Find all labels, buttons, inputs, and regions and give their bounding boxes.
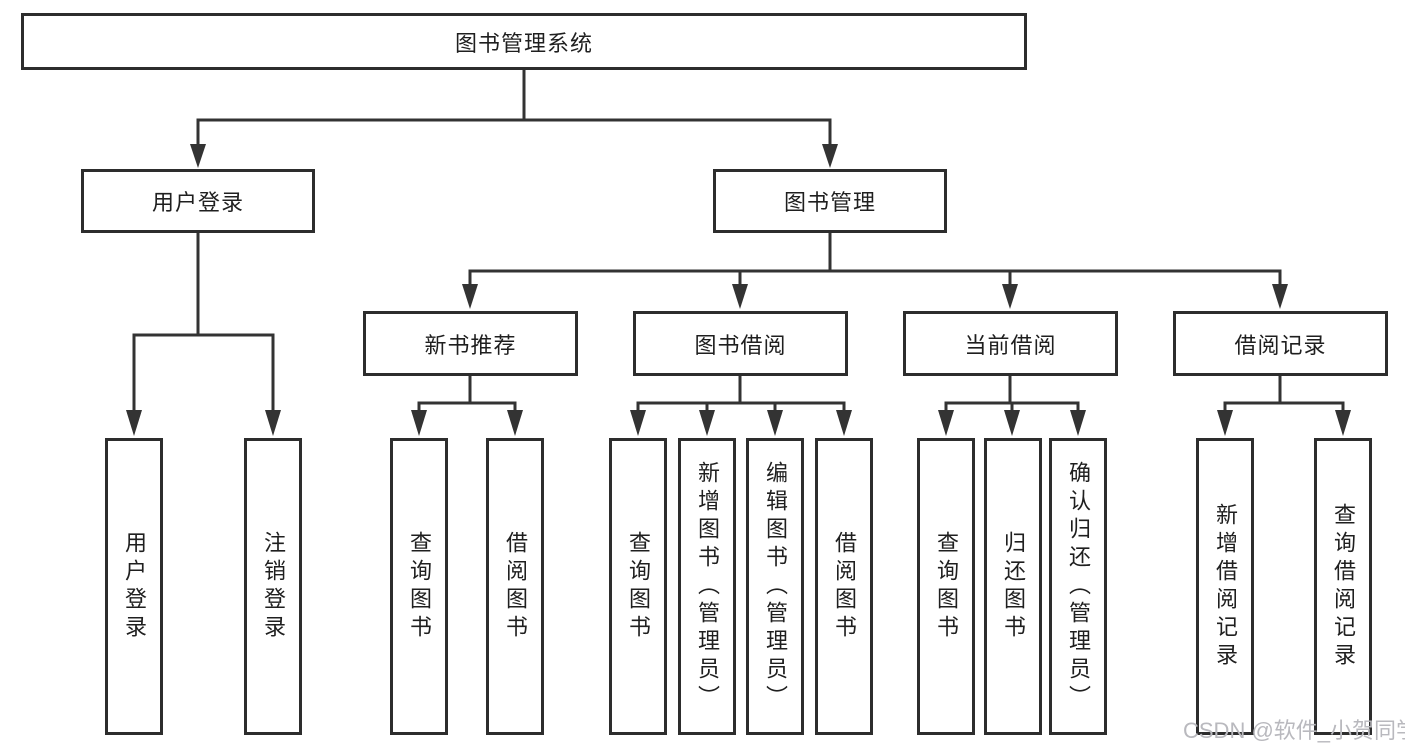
leaf-logout: 注销登录	[244, 438, 302, 735]
leaf-query-books-1: 查询图书	[390, 438, 448, 735]
leaf-label: 新增借阅记录	[1213, 502, 1238, 671]
node-new-book-recommend: 新书推荐	[363, 311, 578, 376]
node-borrowing-records: 借阅记录	[1173, 311, 1388, 376]
leaf-borrow-books-1: 借阅图书	[486, 438, 544, 735]
leaf-query-books-2: 查询图书	[609, 438, 667, 735]
leaf-borrow-books-2: 借阅图书	[815, 438, 873, 735]
leaf-label: 用户登录	[122, 530, 147, 643]
watermark: CSDN @软件_小贺同学	[1183, 718, 1405, 743]
node-book-borrowing: 图书借阅	[633, 311, 848, 376]
leaf-label: 查询借阅记录	[1331, 502, 1356, 671]
leaf-query-borrow-record: 查询借阅记录	[1314, 438, 1372, 735]
leaf-label: 查询图书	[407, 530, 432, 643]
node-root: 图书管理系统	[21, 13, 1027, 70]
leaf-label: 归还图书	[1001, 530, 1026, 643]
node-user-login: 用户登录	[81, 169, 315, 233]
leaf-label: 借阅图书	[503, 530, 528, 643]
leaf-label: 借阅图书	[832, 530, 857, 643]
leaf-add-borrow-record: 新增借阅记录	[1196, 438, 1254, 735]
leaf-label: 确认归还（管理员）	[1066, 460, 1091, 713]
node-book-management: 图书管理	[713, 169, 947, 233]
leaf-label: 新增图书（管理员）	[695, 460, 720, 713]
node-current-borrowing: 当前借阅	[903, 311, 1118, 376]
leaf-add-book-admin: 新增图书（管理员）	[678, 438, 736, 735]
leaf-confirm-return-admin: 确认归还（管理员）	[1049, 438, 1107, 735]
leaf-user-login: 用户登录	[105, 438, 163, 735]
leaf-label: 查询图书	[934, 530, 959, 643]
leaf-label: 注销登录	[261, 530, 286, 643]
leaf-return-books: 归还图书	[984, 438, 1042, 735]
leaf-label: 编辑图书（管理员）	[763, 460, 788, 713]
leaf-label: 查询图书	[626, 530, 651, 643]
leaf-query-books-3: 查询图书	[917, 438, 975, 735]
leaf-edit-book-admin: 编辑图书（管理员）	[746, 438, 804, 735]
